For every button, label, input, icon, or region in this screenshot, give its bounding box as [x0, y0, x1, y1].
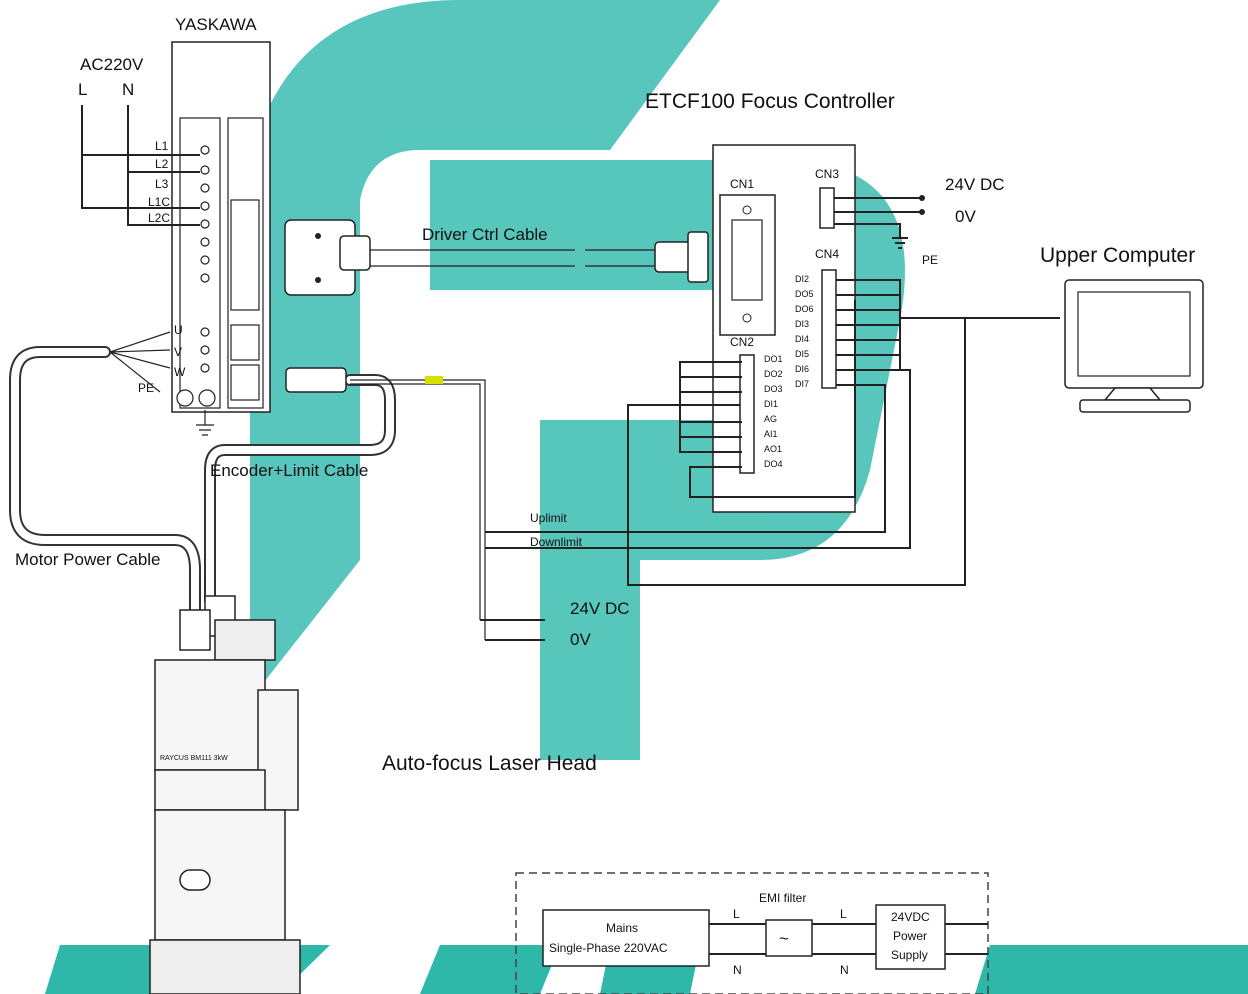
- emi-symbol-icon: ~: [779, 929, 789, 948]
- cn4-pins: DI2 DO5 DO6 DI3 DI4 DI5 DI6 DI7: [795, 274, 814, 389]
- supply-label: AC220V: [80, 55, 144, 74]
- term-u: U: [174, 323, 183, 337]
- cn2-connector: [739, 354, 755, 474]
- emi-label: EMI filter: [759, 891, 806, 905]
- emi-out-n: N: [840, 963, 849, 977]
- term-l2c: L2C: [148, 211, 170, 225]
- cn1-label: CN1: [730, 177, 754, 191]
- mains-line1: Mains: [606, 921, 638, 935]
- encoder-limit-label: Encoder+Limit Cable: [210, 461, 368, 480]
- term-l1: L1: [155, 139, 169, 153]
- cn4-label: CN4: [815, 247, 839, 261]
- supply-n: N: [122, 80, 134, 99]
- cn4-pin-3: DO6: [795, 304, 814, 314]
- supply-l: L: [78, 80, 87, 99]
- term-v: V: [174, 345, 182, 359]
- psu-line1: 24VDC: [891, 910, 930, 924]
- cn4-pin-8: DI7: [795, 379, 809, 389]
- term-pe: PE: [138, 381, 154, 395]
- cn4-pin-6: DI5: [795, 349, 809, 359]
- mains-line2: Single-Phase 220VAC: [549, 941, 668, 955]
- cn4-pin-2: DO5: [795, 289, 814, 299]
- servo-driver: YASKAWA: [171, 15, 271, 413]
- cn2-pin-7: AO1: [764, 444, 782, 454]
- cn3-24v: 24V DC: [945, 175, 1005, 194]
- upper-computer-label: Upper Computer: [1040, 244, 1195, 267]
- mains-box: [542, 909, 710, 967]
- limit-24v: 24V DC: [570, 599, 630, 618]
- laser-head: RAYCUS BM111 3kW: [149, 595, 301, 994]
- cn4-pin-4: DI3: [795, 319, 809, 329]
- laser-head-plate: RAYCUS BM111 3kW: [160, 755, 228, 762]
- psu-box: [875, 904, 946, 970]
- cn2-pin-6: AI1: [764, 429, 778, 439]
- cn2-pin-2: DO2: [764, 369, 783, 379]
- psu-line3: Supply: [891, 948, 928, 962]
- driver-brand: YASKAWA: [175, 15, 257, 34]
- motor-power-label: Motor Power Cable: [15, 550, 161, 569]
- cn1-connector: [719, 194, 776, 336]
- supply-wires: [81, 105, 200, 226]
- motor-power-cable: [9, 346, 201, 636]
- term-l3: L3: [155, 177, 169, 191]
- cn2-label: CN2: [730, 335, 754, 349]
- controller-title: ETCF100 Focus Controller: [645, 90, 895, 113]
- cn2-pin-4: DI1: [764, 399, 778, 409]
- emi-in-l: L: [733, 907, 740, 921]
- cn2-pin-1: DO1: [764, 354, 783, 364]
- cn4-pin-1: DI2: [795, 274, 809, 284]
- uplimit-label: Uplimit: [530, 511, 567, 525]
- cn3-pe: PE: [922, 253, 938, 267]
- cn4-pin-5: DI4: [795, 334, 809, 344]
- cn2-pin-5: AG: [764, 414, 777, 424]
- cn3-connector: [819, 187, 835, 229]
- power-box: [515, 872, 989, 994]
- cn3-label: CN3: [815, 167, 839, 181]
- term-l2: L2: [155, 157, 169, 171]
- emi-out-l: L: [840, 907, 847, 921]
- emi-in-n: N: [733, 963, 742, 977]
- emi-filter-box: [765, 919, 813, 957]
- cn4-pin-7: DI6: [795, 364, 809, 374]
- laser-head-label: Auto-focus Laser Head: [382, 752, 597, 775]
- psu-line2: Power: [893, 929, 927, 943]
- driver-ctrl-label: Driver Ctrl Cable: [422, 225, 548, 244]
- cn4-connector: [821, 269, 837, 389]
- term-l1c: L1C: [148, 195, 170, 209]
- cn3-0v: 0V: [955, 207, 976, 226]
- term-w: W: [174, 365, 186, 379]
- cn2-pin-3: DO3: [764, 384, 783, 394]
- monitor-icon: [1064, 279, 1204, 413]
- downlimit-label: Downlimit: [530, 535, 583, 549]
- encoder-connector: [285, 367, 347, 393]
- cn2-pin-8: DO4: [764, 459, 783, 469]
- limit-0v: 0V: [570, 630, 591, 649]
- ground-icon: [196, 410, 214, 436]
- cn2-pins: DO1 DO2 DO3 DI1 AG AI1 AO1 DO4: [764, 354, 783, 469]
- driver-terminal-dots: [176, 145, 216, 407]
